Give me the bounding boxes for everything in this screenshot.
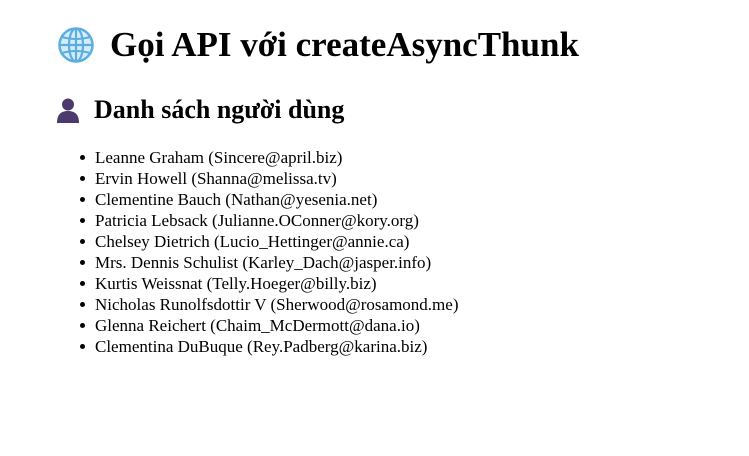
globe-icon — [58, 27, 94, 63]
page-title: Gọi API với createAsyncThunk — [110, 25, 579, 64]
page-header: Gọi API với createAsyncThunk — [57, 24, 579, 66]
list-item: Clementina DuBuque (Rey.Padberg@karina.b… — [80, 336, 459, 357]
list-item: Glenna Reichert (Chaim_McDermott@dana.io… — [80, 315, 459, 336]
list-item: Ervin Howell (Shanna@melissa.tv) — [80, 168, 459, 189]
section-title: Danh sách người dùng — [94, 95, 345, 124]
list-item: Clementine Bauch (Nathan@yesenia.net) — [80, 189, 459, 210]
list-item: Mrs. Dennis Schulist (Karley_Dach@jasper… — [80, 252, 459, 273]
list-item: Nicholas Runolfsdottir V (Sherwood@rosam… — [80, 295, 459, 314]
list-item: Leanne Graham (Sincere@april.biz) — [80, 147, 459, 168]
list-item: Kurtis Weissnat (Telly.Hoeger@billy.biz) — [80, 273, 459, 294]
list-item: Chelsey Dietrich (Lucio_Hettinger@annie.… — [80, 231, 459, 252]
list-item: Patricia Lebsack (Julianne.OConner@kory.… — [80, 210, 459, 231]
user-icon — [57, 98, 79, 123]
section-header: Danh sách người dùng — [55, 94, 344, 126]
user-list: Leanne Graham (Sincere@april.biz) Ervin … — [80, 147, 459, 357]
